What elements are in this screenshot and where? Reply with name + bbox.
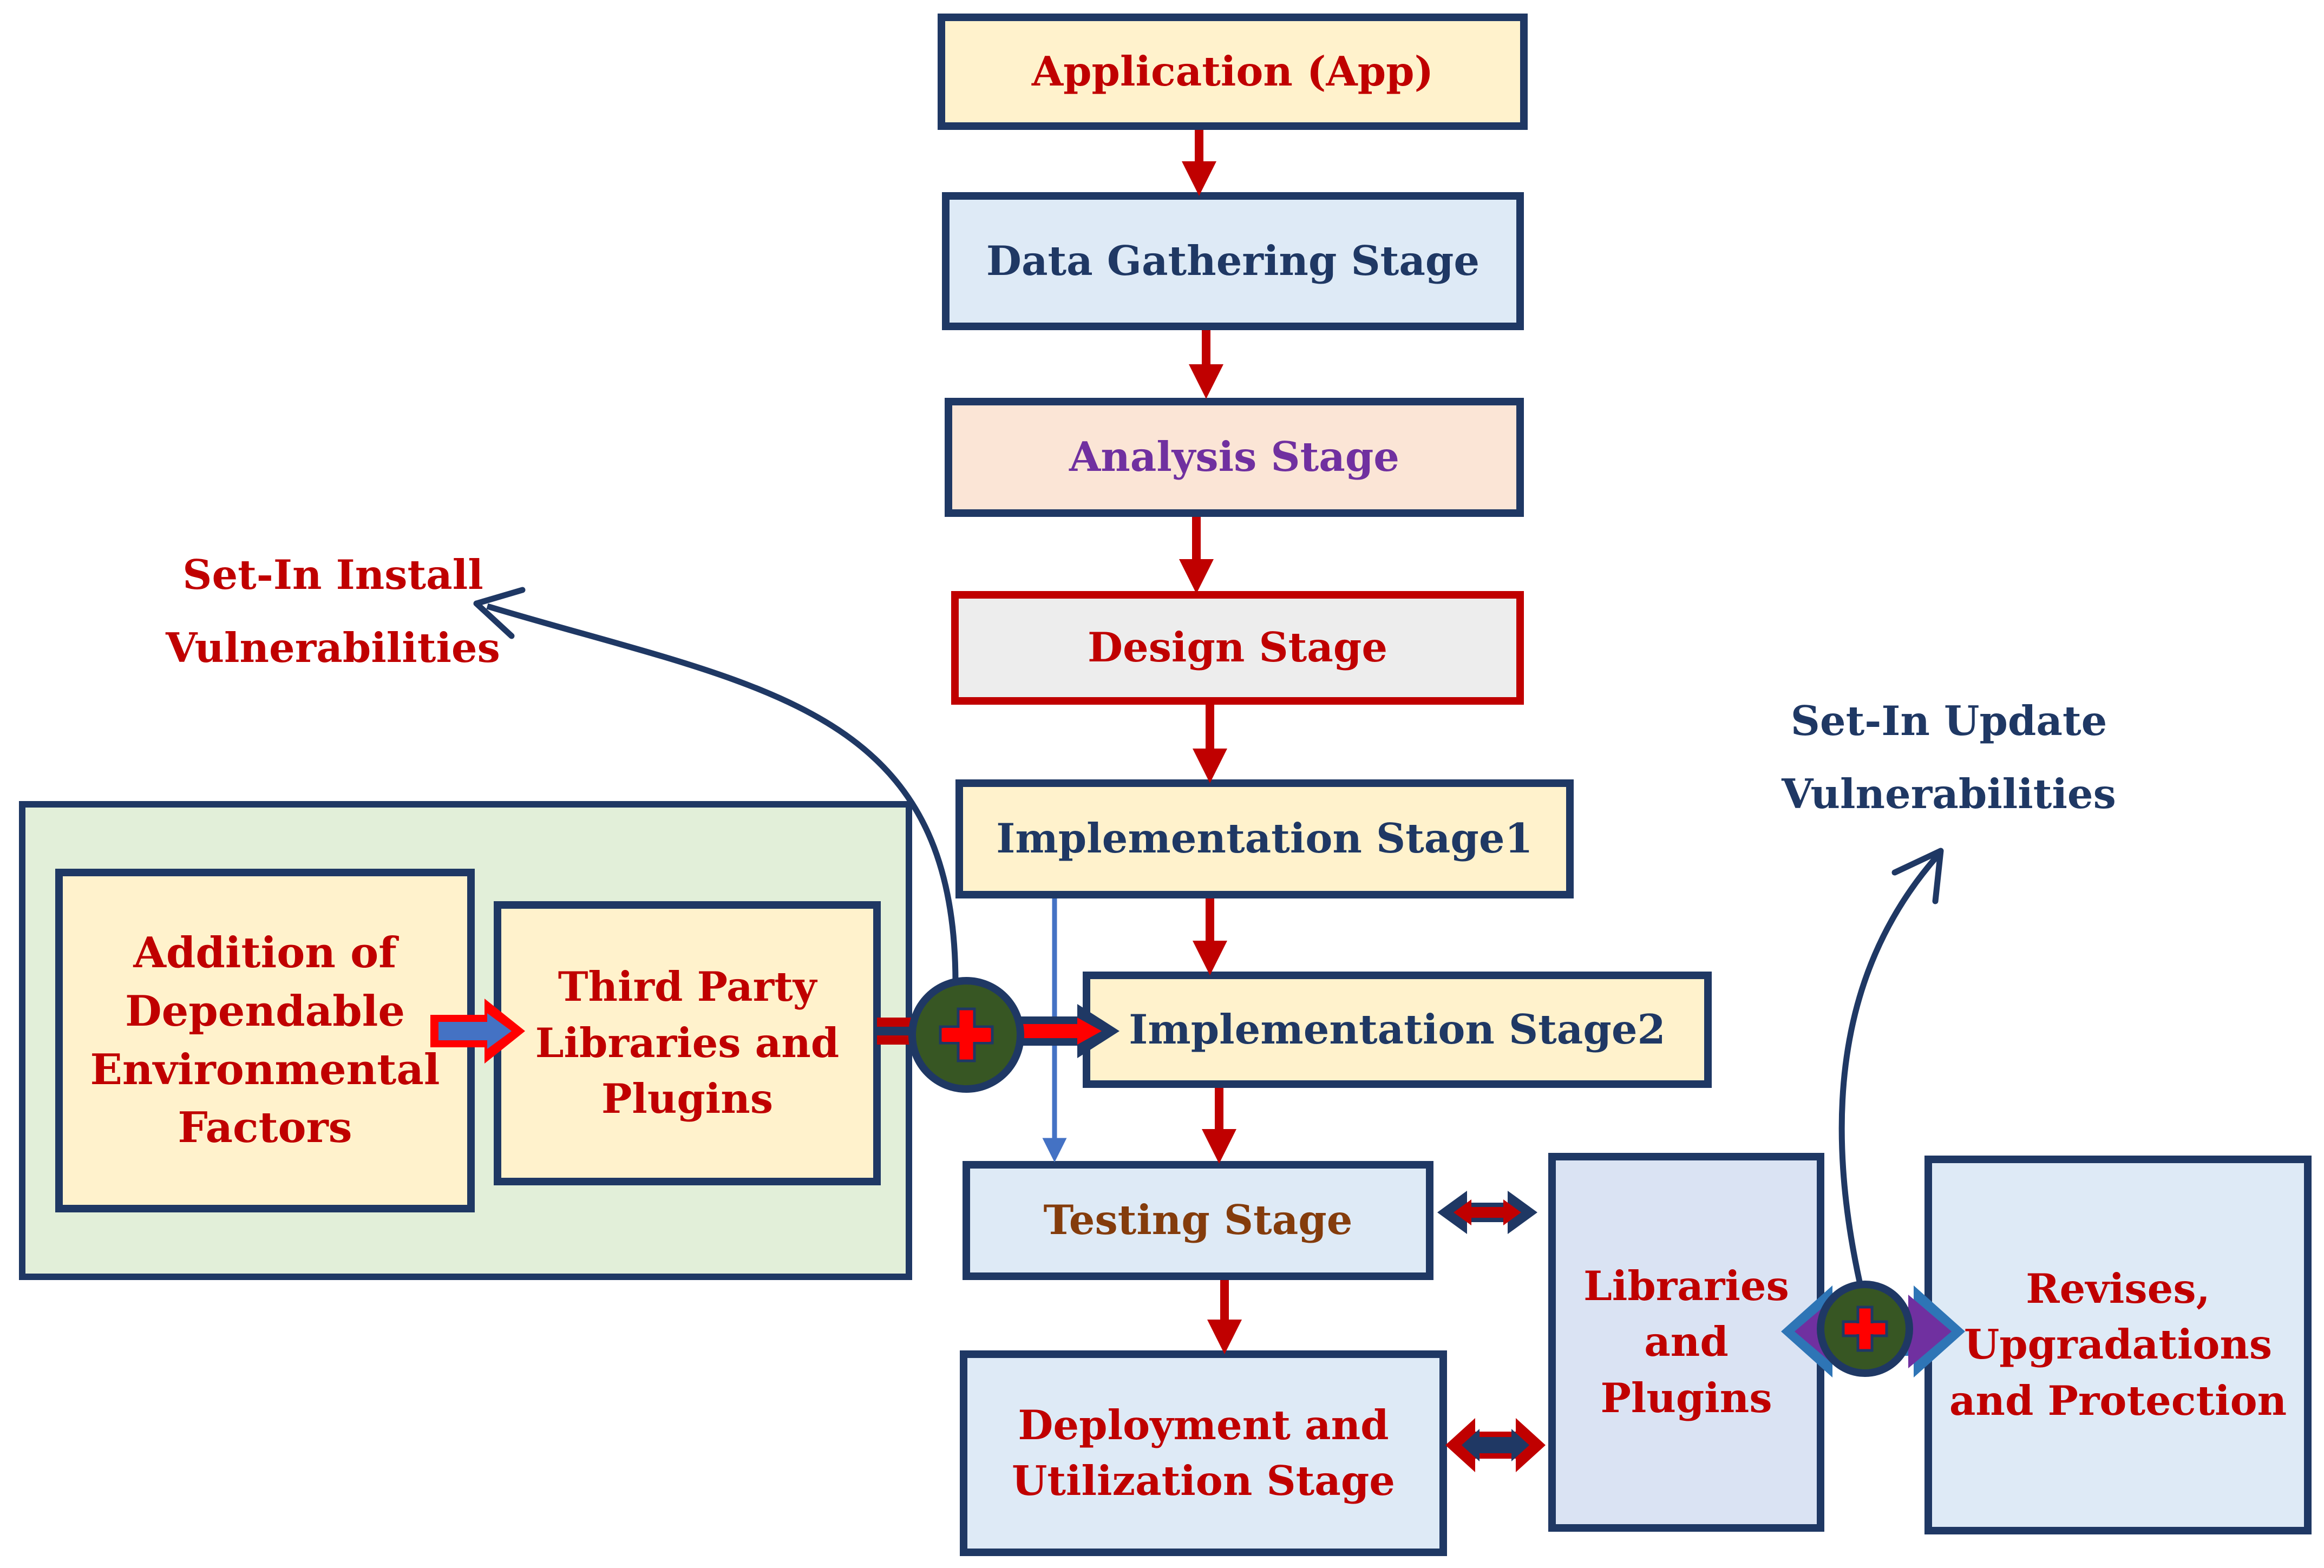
stage-application-label: Application (App) [1031,47,1434,95]
stage-design-label: Design Stage [1087,624,1388,672]
revises-upgradations-label: Revises, Upgradations and Protection [1949,1264,2287,1425]
stage-deployment: Deployment and Utilization Stage [960,1350,1447,1556]
stage-deployment-label: Deployment and Utilization Stage [1011,1401,1396,1505]
stage-application: Application (App) [938,14,1528,130]
stage-implementation-1: Implementation Stage1 [955,779,1574,898]
plus-circle-right [1817,1281,1913,1377]
third-party-libraries-box: Third Party Libraries and Plugins [494,901,881,1185]
revises-upgradations-box: Revises, Upgradations and Protection [1924,1156,2312,1534]
curve-update-arrowhead [1891,848,1944,904]
update-vulnerabilities-label: Set-In Update Vulnerabilities [1782,697,2116,818]
stage-implementation-2: Implementation Stage2 [1083,972,1712,1088]
third-party-libraries-label: Third Party Libraries and Plugins [535,963,840,1123]
addition-factors-box: Addition of Dependable Environmental Fac… [55,869,475,1212]
plus-circle-left [908,977,1024,1093]
stage-analysis-label: Analysis Stage [1069,433,1399,481]
addition-factors-label: Addition of Dependable Environmental Fac… [90,928,440,1153]
arrow-third-party-to-impl2 [877,1004,1120,1058]
curve-to-install-vulnerabilities [486,603,959,983]
stage-analysis: Analysis Stage [945,398,1524,517]
curve-install-arrowhead [473,587,526,639]
stage-data-gathering-label: Data Gathering Stage [986,237,1480,285]
stage-testing-label: Testing Stage [1043,1196,1353,1244]
install-vulnerabilities-label: Set-In Install Vulnerabilities [166,551,500,672]
libraries-plugins-label: Libraries and Plugins [1583,1262,1789,1422]
stage-design: Design Stage [951,591,1524,705]
libraries-plugins-box: Libraries and Plugins [1548,1153,1824,1532]
stage-implementation-1-label: Implementation Stage1 [996,815,1533,863]
stage-implementation-2-label: Implementation Stage2 [1129,1005,1666,1053]
stage-data-gathering: Data Gathering Stage [942,192,1524,330]
arrow-addition-to-third-party [430,999,525,1064]
double-arrow-testing-libraries [1437,1191,1537,1234]
double-arrow-deployment-libraries [1445,1418,1546,1472]
stage-testing: Testing Stage [963,1161,1433,1280]
curve-to-update-vulnerabilities [1838,853,1941,1295]
